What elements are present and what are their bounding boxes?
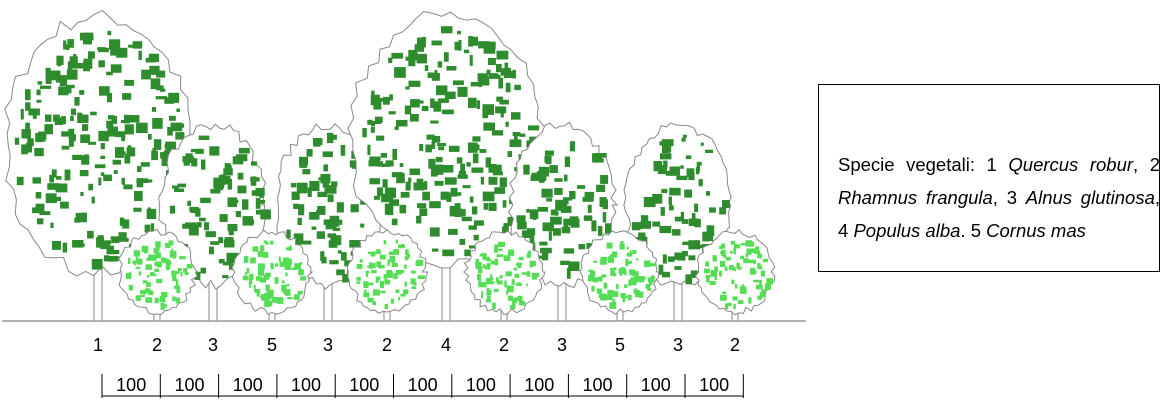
- species-legend: Specie vegetali: 1 Quercus robur, 2 Rham…: [838, 148, 1160, 247]
- legend-prefix: Specie vegetali:: [838, 154, 987, 175]
- spacing-label: 100: [233, 375, 263, 395]
- species-number-label: 4: [441, 335, 451, 355]
- spacing-label: 100: [699, 375, 729, 395]
- legend-item-3: 3 Alnus glutinosa,: [1006, 187, 1160, 208]
- shrub-species-2: [346, 229, 429, 321]
- spacing-label: 100: [466, 375, 496, 395]
- species-number-label: 3: [323, 335, 333, 355]
- species-number-label: 3: [208, 335, 218, 355]
- legend-item-5: 5 Cornus mas: [970, 220, 1086, 241]
- tree-trunk: [659, 233, 699, 321]
- spacing-label: 100: [349, 375, 379, 395]
- spacing-label: 100: [174, 375, 204, 395]
- species-number-label: 5: [615, 335, 625, 355]
- tree-trunk: [309, 233, 349, 321]
- species-number-label: 1: [93, 335, 103, 355]
- shrub-species-2: [694, 229, 776, 321]
- species-number-label: 2: [499, 335, 509, 355]
- legend-item-1: 1 Quercus robur,: [986, 154, 1150, 175]
- spacing-label: 100: [582, 375, 612, 395]
- spacing-label: 100: [641, 375, 671, 395]
- shrub-species-2: [463, 230, 546, 321]
- shrub-species-2: [117, 228, 199, 321]
- shrub-canopies: [117, 228, 776, 321]
- legend-item-2: 2 Rhamnus frangula,: [838, 154, 1161, 208]
- tree-trunk: [79, 221, 119, 321]
- spacing-label: 100: [116, 375, 146, 395]
- species-number-label: 5: [267, 335, 277, 355]
- species-number-label: 2: [730, 335, 740, 355]
- tree-canopies: [4, 10, 732, 321]
- species-number-label: 2: [152, 335, 162, 355]
- spacing-dimension-line: 100 100 100 100 100 100 100 100 100 100 100: [101, 374, 744, 398]
- spacing-label: 100: [291, 375, 321, 395]
- species-number-label: 3: [673, 335, 683, 355]
- legend-box: [818, 84, 1160, 272]
- tree-trunk: [194, 233, 234, 321]
- shrub-species-5: [579, 230, 660, 321]
- shrub-outline: [231, 229, 314, 315]
- spacing-label: 100: [408, 375, 438, 395]
- spacing-label: 100: [524, 375, 554, 395]
- species-number-label: 3: [557, 335, 567, 355]
- species-number-label: 2: [382, 335, 392, 355]
- legend-item-4: 4 Populus alba.: [838, 220, 971, 241]
- tree-trunk: [427, 221, 467, 321]
- shrub-species-5: [231, 229, 314, 321]
- species-number-row: 1 2 3 5 3 2 4 2 3 5 3 2: [93, 335, 740, 355]
- tree-species-3: [623, 122, 732, 321]
- tree-trunk: [543, 233, 583, 321]
- shrub-outline: [463, 230, 546, 316]
